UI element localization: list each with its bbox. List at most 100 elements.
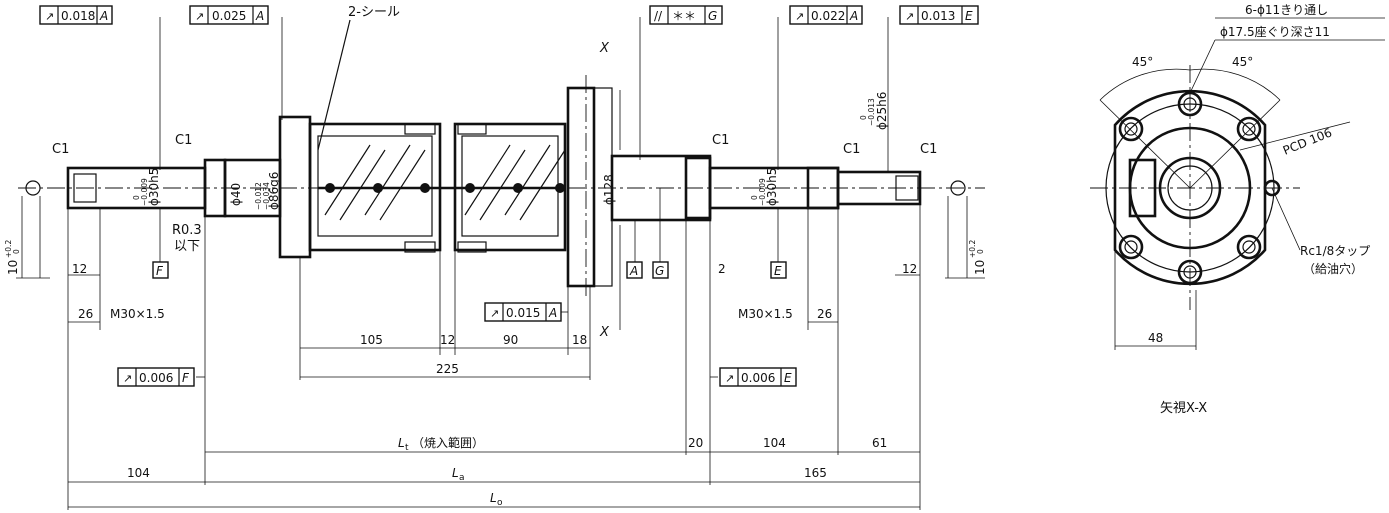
frame-datum: A: [849, 9, 858, 23]
frame-runout-f-low: ↗ 0.006 F: [117, 367, 195, 387]
dim-61: 61: [872, 436, 887, 450]
left-end-mark: [25, 180, 41, 196]
dim-lt-note: （焼入範囲）: [412, 435, 484, 450]
chamfer-right: C1: [920, 142, 937, 157]
flange-end-view: 45° 45° 48 6-ϕ11きり通し ϕ17.5座ぐり深さ11 PCD 10…: [1090, 3, 1385, 416]
frame-value: 0.015: [506, 306, 540, 320]
dim-la-label: L: [452, 466, 459, 480]
left-journal-tol-top: 0: [132, 195, 141, 200]
datum-boxes: F A G E: [152, 261, 787, 279]
right-end-shaft: [836, 170, 922, 206]
dim-right-26: 26: [817, 307, 832, 321]
pcd-note: PCD 106: [1281, 125, 1334, 157]
runout-icon: ↗: [45, 10, 54, 23]
frame-datum: E: [784, 371, 792, 385]
holes-note-2: ϕ17.5座ぐり深さ11: [1220, 24, 1330, 39]
section-mark-top: X: [599, 41, 610, 56]
frame-runout-e-low: ↗ 0.006 E: [719, 367, 797, 387]
runout-icon: ↗: [123, 372, 132, 385]
frame-runout-flange: ↗ 0.015 A: [484, 302, 562, 322]
chamfer-mid: C1: [175, 133, 192, 148]
datum-f: F: [156, 264, 164, 278]
frame-runout-a-mid: ↗ 0.025 A: [189, 5, 269, 25]
dim-left-26: 26: [78, 307, 93, 321]
frame-parallel-g: // ＊＊ G: [649, 5, 723, 25]
datum-a: A: [629, 264, 638, 278]
dim-nut-225: 225: [436, 362, 459, 376]
flange-bore: [1158, 156, 1222, 220]
dim-left-12: 12: [72, 262, 87, 276]
frame-datum: E: [965, 9, 973, 23]
nut-1-top-tab: [404, 123, 436, 135]
frame-value: 0.025: [212, 9, 246, 23]
nut-body-2-inner: [461, 135, 559, 237]
right-height-tol-top: +0.2: [968, 240, 977, 258]
flange-bore-inner: [1167, 165, 1213, 211]
frame-value: 0.013: [921, 9, 955, 23]
frame-runout-a-left: ↗ 0.018 A: [39, 5, 113, 25]
frame-datum: A: [99, 9, 108, 23]
right-height-tol-bot: 0: [976, 249, 985, 254]
nut-1-bottom-tab: [404, 241, 436, 253]
view-title: 矢視X-X: [1160, 401, 1207, 416]
flange-outline: [1113, 89, 1267, 286]
dim-left-thread: M30×1.5: [110, 307, 165, 321]
d25-label: ϕ25h6: [875, 92, 889, 130]
flange-45-left: 45°: [1132, 55, 1153, 69]
frame-datum: A: [255, 9, 264, 23]
dim-lt-sub: t: [405, 443, 409, 453]
frame-value: 0.006: [741, 371, 775, 385]
runout-icon: ↗: [490, 307, 499, 320]
right-journal-tol-bot: −0.009: [758, 178, 767, 206]
nut-body-1-inner: [317, 135, 433, 237]
frame-datum: F: [182, 371, 190, 385]
tap-note-2: （給油穴）: [1303, 261, 1363, 276]
dim-nut-12: 12: [440, 333, 455, 347]
ball-circulation-paths: [318, 144, 566, 221]
dim-la-sub: a: [459, 473, 465, 483]
chamfer-left: C1: [52, 142, 69, 157]
nut-2-top-tab: [457, 123, 487, 135]
frame-runout-a-right: ↗ 0.022 A: [789, 5, 863, 25]
d25-tol-top: 0: [859, 115, 868, 120]
left-height: 10: [6, 260, 20, 275]
nut-2-bottom-tab: [457, 241, 487, 253]
seal-note: 2-シール: [348, 5, 400, 20]
oil-hole: [1263, 179, 1281, 197]
left-height-tol-top: +0.2: [4, 240, 13, 258]
frame-value: 0.022: [811, 9, 845, 23]
right-journal-dia: ϕ30h5: [765, 168, 779, 206]
dim-lo-label: L: [490, 491, 497, 505]
d86-label: ϕ86g6: [267, 172, 281, 210]
dim-lt-label: L: [398, 436, 405, 450]
dim-right-thread: M30×1.5: [738, 307, 793, 321]
d128-label: ϕ128: [602, 174, 616, 205]
frame-value: 0.006: [139, 371, 173, 385]
right-height: 10: [973, 260, 987, 275]
radius-note: R0.3: [172, 223, 202, 238]
dim-nut-18: 18: [572, 333, 587, 347]
seal-leader: [317, 19, 351, 151]
d25-tol-bot: −0.013: [867, 98, 876, 126]
dim-20: 20: [688, 436, 703, 450]
flange-48: 48: [1148, 331, 1163, 345]
parallel-icon: //: [654, 9, 663, 23]
section-mark-bottom: X: [599, 325, 610, 340]
flange-pcd-circle: [1105, 103, 1275, 273]
frame-datum: G: [708, 9, 717, 23]
dim-104-right: 104: [763, 436, 786, 450]
dim-165: 165: [804, 466, 827, 480]
frame-value: 0.018: [61, 9, 95, 23]
chamfer-right-end: C1: [843, 142, 860, 157]
frame-datum: A: [548, 306, 557, 320]
shaft-side-view: [18, 19, 985, 300]
runout-icon: ↗: [725, 372, 734, 385]
flange-45-right: 45°: [1232, 55, 1253, 69]
right-end-mark: [950, 180, 966, 196]
nut-flange: [566, 86, 596, 288]
right-journal-tol-top: 0: [750, 195, 759, 200]
nut-left-seal: [278, 115, 312, 259]
radius-sub-note: 以下: [174, 239, 200, 254]
left-journal-dia: ϕ30h5: [147, 168, 161, 206]
left-thread-end: [73, 173, 97, 203]
